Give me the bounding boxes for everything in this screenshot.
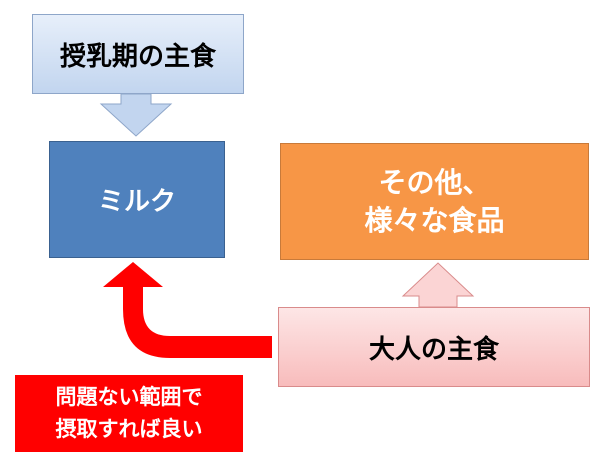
nursing-staple-box: 授乳期の主食 <box>32 14 244 94</box>
other-foods-box: その他、 様々な食品 <box>280 143 589 260</box>
red-curved-arrow <box>103 262 272 358</box>
note-callout-box: 問題ない範囲で 摂取すれば良い <box>15 375 243 452</box>
up-arrow-to-other-foods <box>401 262 475 308</box>
other-foods-line1: その他、 <box>378 165 491 199</box>
milk-box: ミルク <box>49 141 225 258</box>
note-line2: 摂取すれば良い <box>55 416 203 441</box>
adult-staple-label: 大人の主食 <box>368 334 499 365</box>
other-foods-line2: 様々な食品 <box>364 203 505 237</box>
note-line1: 問題ない範囲で <box>55 385 203 409</box>
adult-staple-box: 大人の主食 <box>278 307 590 387</box>
nursing-staple-label: 授乳期の主食 <box>59 41 216 72</box>
milk-label: ミルク <box>97 187 176 217</box>
down-arrow-to-milk <box>99 93 173 137</box>
